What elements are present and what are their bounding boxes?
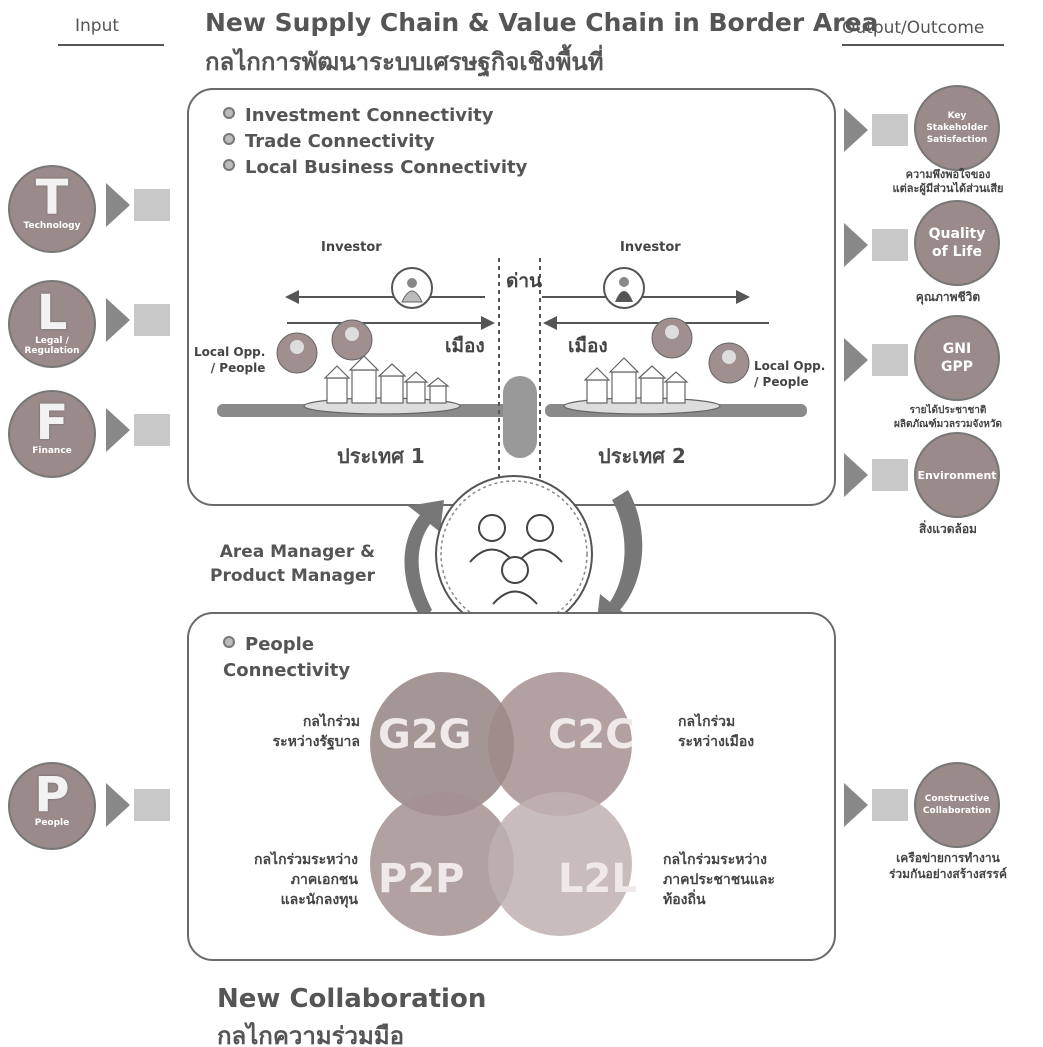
local-left-avatar-1-head [345, 327, 359, 341]
output-environment-caption: สิ่งแวดล้อม [919, 522, 977, 536]
output-quality-of-life-caption: คุณภาพชีวิต [915, 290, 981, 304]
connectivity-bullets: Investment Connectivity Trade Connectivi… [223, 103, 527, 181]
output-header-underline [842, 44, 1004, 46]
country-1-label: ประเทศ 1 [337, 444, 425, 468]
output-header: Output/Outcome [842, 18, 985, 38]
manager-label: Area Manager & Product Manager [210, 542, 375, 586]
local-right-avatar-1-head [665, 325, 679, 339]
footer-subtitle: กลไกความร่วมมือ [217, 1022, 405, 1047]
venn-diagram [370, 672, 632, 936]
country-2-label: ประเทศ 2 [598, 444, 686, 468]
output-arrow-gni [844, 338, 908, 382]
checkpoint-label: ด่าน [506, 270, 542, 292]
town-left [303, 355, 461, 415]
venn-l2l-label: L2L [558, 856, 637, 902]
manager-1-head [478, 514, 506, 542]
investor-right-body [615, 291, 633, 302]
diagram-title: New Supply Chain & Value Chain in Border… [205, 8, 879, 37]
border-scene [217, 258, 807, 478]
local-right-label: Local Opp. / People [754, 359, 826, 389]
left-investor-arrowhead [285, 290, 299, 304]
bullet-dot [223, 159, 235, 171]
cycle-arrow-down [596, 490, 643, 628]
investor-left-body [401, 290, 423, 303]
manager-3-body [492, 590, 538, 605]
input-header-underline [58, 44, 164, 46]
bullet-local-business: Local Business Connectivity [223, 155, 527, 181]
local-left-label: Local Opp. / People [194, 345, 266, 375]
output-satisfaction: Key Stakeholder Satisfaction [914, 85, 1000, 171]
output-collaboration: Constructive Collaboration [914, 762, 1000, 848]
venn-g2g-circle [370, 672, 514, 816]
diagram-subtitle: กลไกการพัฒนาระบบเศรษฐกิจเชิงพื้นที่ [205, 48, 604, 76]
city-left-label: เมือง [445, 335, 485, 357]
input-arrow-people [106, 783, 170, 827]
output-arrow-environment [844, 453, 908, 497]
output-gni-gpp: GNI GPP [914, 315, 1000, 401]
local-right-avatar-2-head [722, 350, 736, 364]
footer-title: New Collaboration [217, 984, 487, 1014]
investor-right-head [619, 277, 629, 287]
town-right [563, 357, 721, 415]
right-investor-arrowhead [736, 290, 750, 304]
g2g-description: กลไกร่วม ระหว่างรัฐบาล [272, 714, 360, 750]
bullet-dot [223, 636, 235, 648]
investor-right-label: Investor [620, 240, 681, 255]
venn-p2p-label: P2P [378, 856, 465, 902]
output-gni-gpp-caption: รายได้ประชาชาติ ผลิตภัณฑ์มวลรวมจังหวัด [893, 405, 1002, 430]
output-arrow-satisfaction [844, 108, 908, 152]
investor-left-label: Investor [321, 240, 382, 255]
output-satisfaction-caption: ความพึงพอใจของ แต่ละผู้มีส่วนได้ส่วนเสีย [892, 168, 1004, 195]
c2c-description: กลไกร่วม ระหว่างเมือง [678, 714, 755, 750]
left-city-arrowhead [481, 316, 495, 330]
output-collaboration-caption: เครือข่ายการทำงาน ร่วมกันอย่างสร้างสรรค์ [888, 851, 1007, 881]
bullet-dot [223, 107, 235, 119]
venn-c2c-label: C2C [548, 712, 635, 758]
local-left-avatar-2-head [290, 340, 304, 354]
output-arrow-quality [844, 223, 908, 267]
bullet-dot [223, 133, 235, 145]
p2p-description: กลไกร่วมระหว่าง ภาคเอกชน และนักลงทุน [253, 852, 358, 908]
venn-g2g-label: G2G [378, 712, 472, 758]
managers-circle [435, 475, 593, 633]
manager-cycle [404, 475, 643, 633]
manager-2-head [526, 514, 554, 542]
right-city-arrowhead [543, 316, 557, 330]
input-header: Input [75, 16, 120, 36]
venn-c2c-circle [488, 672, 632, 816]
output-quality-of-life: Quality of Life [914, 200, 1000, 286]
bullet-investment: Investment Connectivity [223, 103, 527, 129]
checkpoint-gate [503, 376, 537, 458]
bullet-trade: Trade Connectivity [223, 129, 527, 155]
l2l-description: กลไกร่วมระหว่าง ภาคประชาชนและ ท้องถิ่น [663, 852, 775, 908]
venn-p2p-circle [370, 792, 514, 936]
cycle-arrow-up [404, 500, 444, 620]
input-arrow-finance [106, 408, 170, 452]
investor-left-head [407, 278, 417, 288]
input-arrow-legal [106, 298, 170, 342]
output-arrow-collaboration [844, 783, 908, 827]
people-connectivity-bullet: People Connectivity [223, 634, 351, 681]
manager-3-head [501, 556, 529, 584]
venn-l2l-circle [488, 792, 632, 936]
investor-right-avatar [603, 267, 645, 309]
city-right-label: เมือง [568, 335, 608, 357]
input-arrow-technology [106, 183, 170, 227]
output-environment: Environment [914, 432, 1000, 518]
